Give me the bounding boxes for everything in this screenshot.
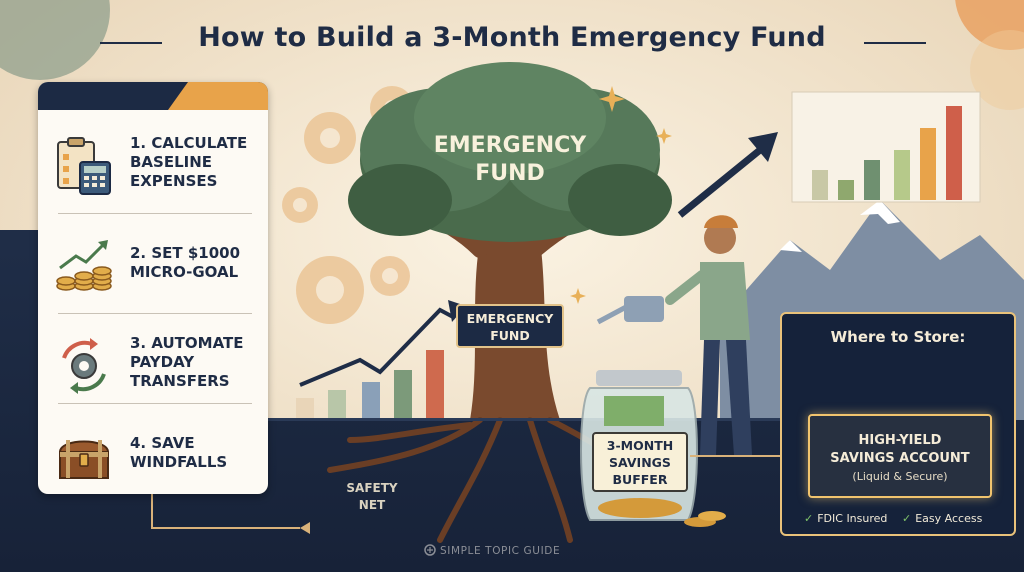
gear-cycle-icon xyxy=(62,338,106,394)
step-4-label: 4. SAVE WINDFALLS xyxy=(130,434,228,471)
safety-net-label: SAFETY NET xyxy=(346,481,398,512)
store-panel xyxy=(780,312,1016,536)
savings-account-box xyxy=(808,414,992,498)
footer-logo-icon xyxy=(424,544,436,556)
title-rule-right xyxy=(864,42,926,44)
feature-access: ✓Easy Access xyxy=(902,512,982,525)
tree-canopy-label: EMERGENCY FUND xyxy=(433,133,587,186)
page-title: How to Build a 3-Month Emergency Fund xyxy=(198,22,826,53)
feature-fdic-label: FDIC Insured xyxy=(817,512,888,525)
steps-card: 1. CALCULATE BASELINE EXPENSES 2. SET $1… xyxy=(38,82,268,494)
title-rule-left xyxy=(100,42,162,44)
feature-fdic: ✓FDIC Insured xyxy=(804,512,887,525)
step-2-label: 2. SET $1000 MICRO-GOAL xyxy=(130,244,241,281)
savings-account-note: (Liquid & Secure) xyxy=(852,470,948,483)
step-4: 4. SAVE WINDFALLS xyxy=(38,406,268,494)
growth-bars-right xyxy=(812,106,962,200)
step-divider xyxy=(58,313,252,314)
step-divider xyxy=(58,403,252,404)
person-watering xyxy=(596,215,752,455)
tree-canopy xyxy=(348,62,672,242)
step-1: 1. CALCULATE BASELINE EXPENSES xyxy=(38,116,268,212)
step-3: 3. AUTOMATE PAYDAY TRANSFERS xyxy=(38,316,268,412)
trunk-sign: EMERGENCY FUND xyxy=(456,304,564,348)
step-2: 2. SET $1000 MICRO-GOAL xyxy=(38,216,268,312)
coins-growth-icon xyxy=(56,240,112,291)
treasure-chest-icon xyxy=(58,440,110,479)
step-1-label: 1. CALCULATE BASELINE EXPENSES xyxy=(130,134,248,190)
tree-roots xyxy=(327,417,643,543)
footer-brand: SIMPLE TOPIC GUIDE xyxy=(440,545,561,557)
savings-account-label: HIGH-YIELD SAVINGS ACCOUNT xyxy=(830,433,970,466)
card-header-stripe xyxy=(38,82,268,110)
step-3-label: 3. AUTOMATE PAYDAY TRANSFERS xyxy=(130,334,244,390)
feature-access-label: Easy Access xyxy=(915,512,983,525)
check-icon: ✓ xyxy=(902,512,912,525)
jar-label: 3-MONTH SAVINGS BUFFER xyxy=(592,432,688,492)
sparkles xyxy=(570,86,672,304)
growth-bars-left xyxy=(296,350,444,420)
store-title: Where to Store: xyxy=(830,328,966,346)
clipboard-calculator-icon xyxy=(57,137,111,195)
step-divider xyxy=(58,213,252,214)
check-icon: ✓ xyxy=(804,512,814,525)
